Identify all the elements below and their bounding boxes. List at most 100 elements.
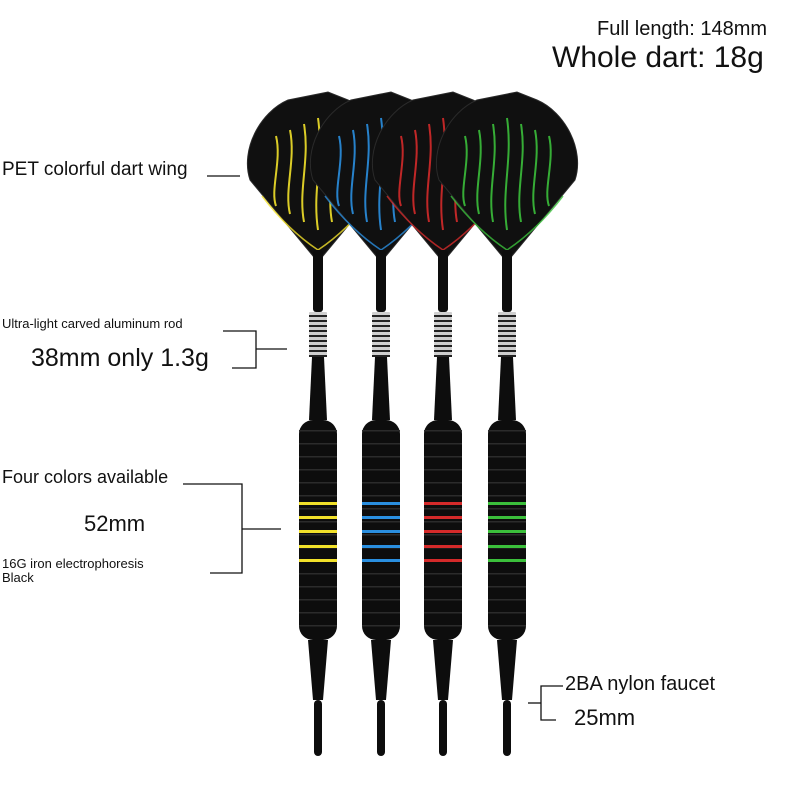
barrel-knurl xyxy=(488,443,526,445)
barrel-color-ring xyxy=(362,516,400,519)
barrel-knurl xyxy=(424,573,462,575)
flight-pattern-stroke xyxy=(490,123,496,223)
dart-shaft-bottom xyxy=(434,357,452,420)
leader-lines xyxy=(183,175,563,721)
barrel-knurl xyxy=(362,586,400,588)
flight-arc xyxy=(324,195,382,251)
barrel-length-label: 52mm xyxy=(84,511,146,536)
shaft-ring xyxy=(372,327,390,330)
flight-pattern-stroke xyxy=(287,129,293,215)
shaft-ring-gap xyxy=(498,315,516,317)
barrel-knurl xyxy=(424,625,462,627)
barrel-color-ring xyxy=(488,559,526,562)
dart-shaft-top xyxy=(376,250,386,312)
shaft-ring-gap xyxy=(372,340,390,342)
barrel-color-ring xyxy=(362,502,400,505)
shaft-ring xyxy=(434,322,452,325)
barrel-knurl xyxy=(424,599,462,601)
shaft-ring-gap xyxy=(309,315,327,317)
shaft-ring xyxy=(309,342,327,345)
barrel-knurl xyxy=(488,573,526,575)
barrel-color-ring xyxy=(299,516,337,519)
barrel-color-ring xyxy=(424,530,462,533)
barrel-knurl xyxy=(488,534,526,536)
dart-tip-base xyxy=(308,640,328,700)
shaft-ring xyxy=(372,312,390,315)
dart-shaft-bottom xyxy=(309,357,327,420)
shaft-ring xyxy=(498,322,516,325)
barrel-knurl xyxy=(424,482,462,484)
barrel-knurl xyxy=(424,612,462,614)
barrel-knurl xyxy=(424,508,462,510)
dart-tip xyxy=(314,700,322,756)
shaft-ring xyxy=(309,327,327,330)
shaft-ring-gap xyxy=(372,335,390,337)
tip-bracket xyxy=(540,685,563,721)
shaft-ring xyxy=(309,347,327,350)
barrel-knurl xyxy=(299,534,337,536)
barrel-knurl xyxy=(488,482,526,484)
shaft-ring xyxy=(434,327,452,330)
barrel-bracket xyxy=(183,483,243,574)
barrel-knurl xyxy=(362,599,400,601)
barrel-knurl xyxy=(362,573,400,575)
shaft-title-label: Ultra-light carved aluminum rod xyxy=(2,316,183,331)
shaft-ring xyxy=(309,337,327,340)
barrel-knurl xyxy=(488,521,526,523)
shaft-ring xyxy=(498,337,516,340)
flight-pattern-stroke xyxy=(350,129,356,215)
barrel-color-ring xyxy=(424,545,462,548)
barrel-knurl xyxy=(362,612,400,614)
barrel-color-ring xyxy=(362,545,400,548)
flight-pattern-stroke xyxy=(476,129,482,215)
barrel-knurl xyxy=(424,430,462,432)
shaft-ring-gap xyxy=(372,345,390,347)
barrel-knurl xyxy=(299,625,337,627)
shaft-ring-gap xyxy=(498,320,516,322)
barrel-knurl xyxy=(362,430,400,432)
dart-shaft-bottom xyxy=(498,357,516,420)
shaft-ring xyxy=(434,337,452,340)
barrel-color-ring xyxy=(299,530,337,533)
shaft-ring xyxy=(434,317,452,320)
shaft-ring-gap xyxy=(498,345,516,347)
shaft-ring-gap xyxy=(434,320,452,322)
shaft-ring xyxy=(434,342,452,345)
shaft-ring xyxy=(372,342,390,345)
shaft-spec-label: 38mm only 1.3g xyxy=(31,344,209,372)
shaft-ring xyxy=(372,322,390,325)
shaft-bracket xyxy=(223,330,257,369)
shaft-ring-gap xyxy=(434,340,452,342)
barrel-color-ring xyxy=(488,516,526,519)
flight-pattern-stroke xyxy=(412,129,418,215)
tip-title-label: 2BA nylon faucet xyxy=(565,673,716,695)
barrel-knurl xyxy=(362,469,400,471)
shaft-ring-gap xyxy=(372,350,390,352)
barrel-knurl xyxy=(362,495,400,497)
shaft-ring xyxy=(372,317,390,320)
flight-pattern-stroke xyxy=(273,135,279,207)
shaft-ring-gap xyxy=(434,330,452,332)
shaft-ring xyxy=(498,332,516,335)
shaft-ring-gap xyxy=(434,325,452,327)
dart-tip xyxy=(439,700,447,756)
barrel-color-ring xyxy=(424,559,462,562)
dart-tip-base xyxy=(371,640,391,700)
shaft-ring-gap xyxy=(434,315,452,317)
barrel-color-ring xyxy=(299,502,337,505)
barrel-material-line1: 16G iron electrophoresis xyxy=(2,556,144,571)
shaft-ring-gap xyxy=(498,335,516,337)
barrel-knurl xyxy=(362,443,400,445)
barrel-knurl xyxy=(299,456,337,458)
barrel-color-ring xyxy=(424,502,462,505)
colors-available-label: Four colors available xyxy=(2,467,169,487)
shaft-ring xyxy=(372,337,390,340)
shaft-ring xyxy=(434,352,452,355)
flight-pattern-stroke xyxy=(426,123,432,223)
barrel-knurl xyxy=(299,508,337,510)
barrel-knurl xyxy=(488,430,526,432)
barrel-knurl xyxy=(362,534,400,536)
barrel-knurl xyxy=(488,456,526,458)
flight-pattern-stroke xyxy=(532,129,538,215)
